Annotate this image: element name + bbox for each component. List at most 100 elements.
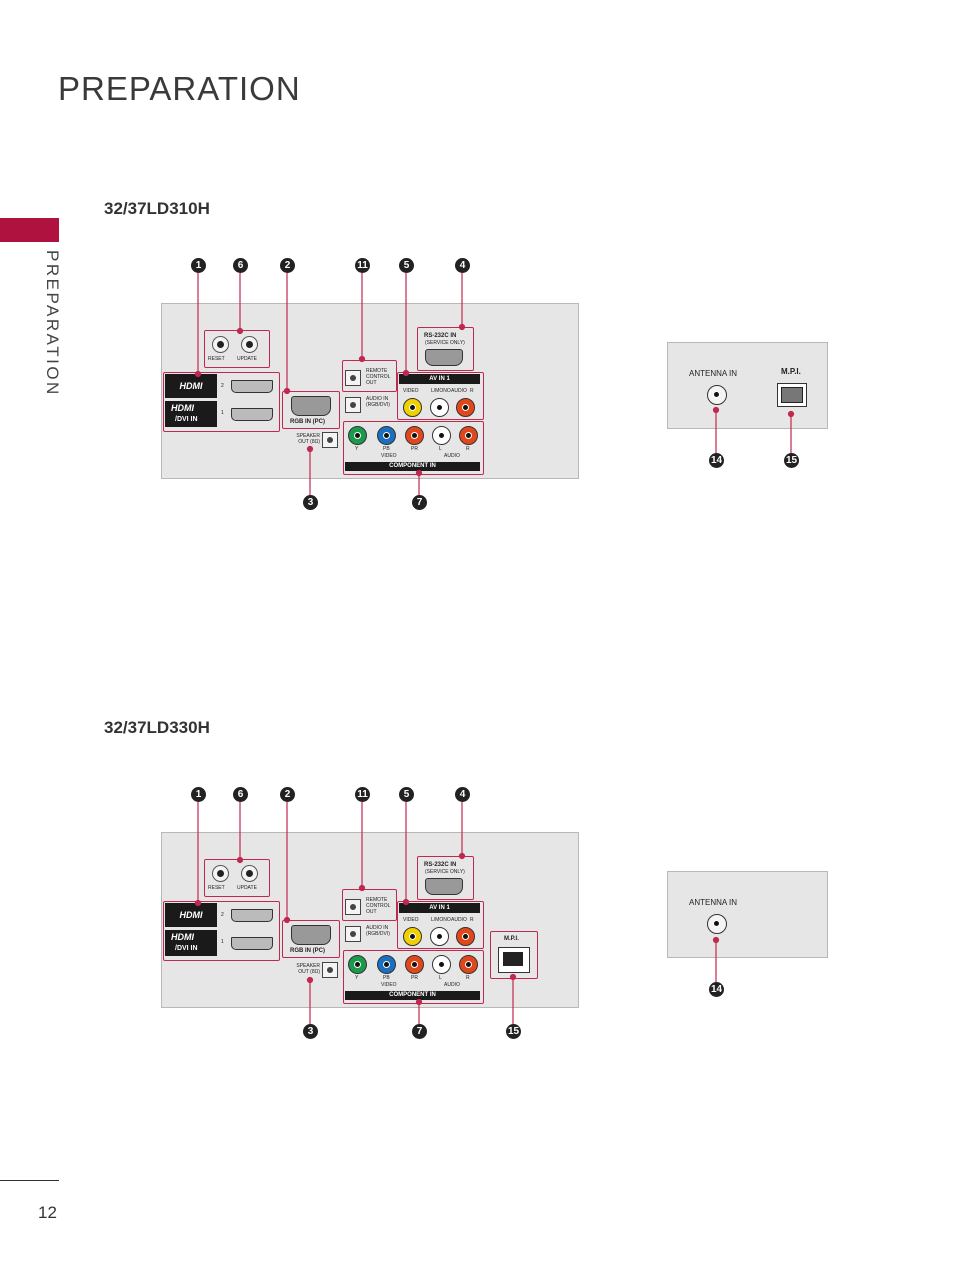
- speaker-out-label: SPEAKER OUT (8Ω): [296, 433, 320, 445]
- hdmi-2-logo: HDMI: [165, 903, 217, 927]
- hdmi-port-2-number: 2: [221, 912, 224, 918]
- component-pb-label: PB: [383, 446, 390, 452]
- av-in-1-label: AV IN 1: [399, 374, 480, 384]
- av-video-label: VIDEO: [403, 917, 419, 923]
- component-pr-jack: [405, 955, 424, 974]
- callout-badge: 5: [399, 258, 414, 273]
- rgb-vga-port: [291, 396, 331, 416]
- rgb-in-group: [282, 391, 340, 429]
- callout-badge: 4: [455, 258, 470, 273]
- mpi-label: M.P.I.: [781, 367, 801, 376]
- component-y-label: Y: [355, 446, 359, 452]
- update-label: UPDATE: [237, 885, 257, 891]
- callout-badge: 7: [412, 495, 427, 510]
- audio-in-rgb-label: AUDIO IN (RGB/DVI): [366, 396, 390, 408]
- hdmi-2-port: [231, 380, 273, 393]
- remote-control-out-label: REMOTE CONTROL OUT: [366, 897, 391, 915]
- service-only-label: (SERVICE ONLY): [425, 869, 465, 875]
- hdmi-port-1-number: 1: [221, 410, 224, 416]
- av-in-1-group: [397, 901, 484, 949]
- callout-badge: 3: [303, 495, 318, 510]
- callout-badge: 14: [709, 453, 724, 468]
- dvi-in-label: /DVI IN: [175, 416, 198, 423]
- av-audio-l-jack: [430, 398, 449, 417]
- remote-control-out-label: REMOTE CONTROL OUT: [366, 368, 391, 386]
- update-port-jack: [241, 865, 258, 882]
- dvi-in-label: /DVI IN: [175, 945, 198, 952]
- mpi-port-frame: [777, 383, 807, 407]
- reset-label: RESET: [208, 356, 225, 362]
- component-y-label: Y: [355, 975, 359, 981]
- rs232c-label: RS-232C IN: [424, 333, 457, 339]
- callout-badge: 1: [191, 787, 206, 802]
- component-pb-jack: [377, 955, 396, 974]
- rs232c-port: [425, 878, 463, 895]
- section-tab-marker: [0, 218, 59, 242]
- av-in-1-label: AV IN 1: [399, 903, 480, 913]
- component-pr-label: PR: [411, 975, 418, 981]
- rs232c-label: RS-232C IN: [424, 862, 457, 868]
- component-l-label: L: [439, 975, 442, 981]
- rs232c-group: [417, 327, 474, 371]
- av-r-label: R: [470, 388, 474, 394]
- update-label: UPDATE: [237, 356, 257, 362]
- av-in-1-group: [397, 372, 484, 420]
- rgb-in-label: RGB IN (PC): [290, 948, 325, 954]
- component-in-group: [343, 421, 484, 475]
- component-pb-jack: [377, 426, 396, 445]
- speaker-out-jack: [322, 432, 338, 448]
- callout-badge: 15: [506, 1024, 521, 1039]
- model-title-ld310h: 32/37LD310H: [104, 199, 210, 218]
- speaker-out-jack: [322, 962, 338, 978]
- component-audio-l-jack: [432, 426, 451, 445]
- page-number: 12: [38, 1203, 57, 1222]
- audio-in-rgb-jack: [345, 926, 361, 942]
- update-port-jack: [241, 336, 258, 353]
- component-r-label: R: [466, 446, 470, 452]
- antenna-in-label: ANTENNA IN: [689, 898, 738, 907]
- rgb-in-group: [282, 920, 340, 958]
- av-audio-r-jack: [456, 398, 475, 417]
- component-y-jack: [348, 426, 367, 445]
- hdmi-group: [163, 901, 280, 961]
- speaker-out-label: SPEAKER OUT (8Ω): [296, 963, 320, 975]
- remote-control-out-group: [342, 360, 397, 392]
- callout-badge: 3: [303, 1024, 318, 1039]
- component-audio-label: AUDIO: [444, 453, 460, 459]
- av-audio-label: AUDIO: [451, 388, 467, 394]
- mpi-port-socket: [503, 952, 523, 966]
- remote-control-out-jack: [345, 370, 361, 386]
- component-pr-jack: [405, 426, 424, 445]
- reset-button-jack: [212, 336, 229, 353]
- callout-badge: 7: [412, 1024, 427, 1039]
- mpi-label: M.P.I.: [504, 936, 519, 942]
- remote-control-out-group: [342, 889, 397, 921]
- hdmi-1-port: [231, 937, 273, 950]
- rs232c-port: [425, 349, 463, 366]
- callout-badge: 4: [455, 787, 470, 802]
- callout-badge: 11: [355, 258, 370, 273]
- hdmi-2-logo: HDMI: [165, 374, 217, 398]
- antenna-in-jack: [707, 385, 727, 405]
- side-section-label: PREPARATION: [43, 250, 62, 397]
- reset-label: RESET: [208, 885, 225, 891]
- component-audio-label: AUDIO: [444, 982, 460, 988]
- component-pr-label: PR: [411, 446, 418, 452]
- callout-badge: 6: [233, 787, 248, 802]
- av-video-label: VIDEO: [403, 388, 419, 394]
- model-title-ld330h: 32/37LD330H: [104, 718, 210, 737]
- av-audio-l-jack: [430, 927, 449, 946]
- component-l-label: L: [439, 446, 442, 452]
- callout-badge: 11: [355, 787, 370, 802]
- rs232c-group: [417, 856, 474, 900]
- component-r-label: R: [466, 975, 470, 981]
- component-in-label: COMPONENT IN: [345, 991, 480, 1000]
- av-mono-label: L/MONO: [431, 917, 451, 923]
- component-y-jack: [348, 955, 367, 974]
- callout-badge: 6: [233, 258, 248, 273]
- audio-in-rgb-jack: [345, 397, 361, 413]
- av-video-jack: [403, 927, 422, 946]
- callout-badge: 1: [191, 258, 206, 273]
- component-in-group: [343, 950, 484, 1004]
